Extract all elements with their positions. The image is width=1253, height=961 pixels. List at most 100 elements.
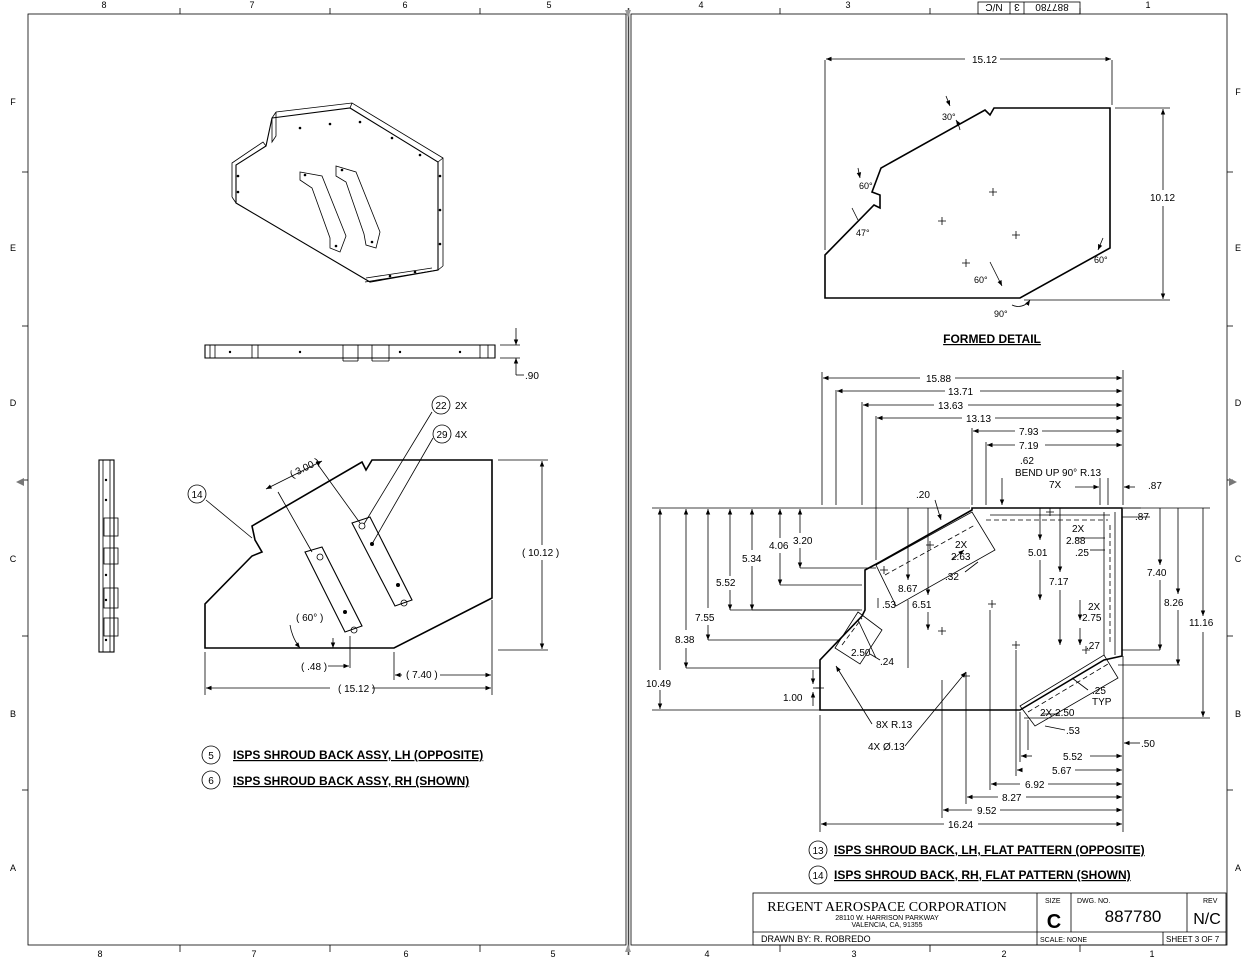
dim-bottom-5-52: 5.52 (1063, 752, 1083, 763)
bend-qty: 7X (1049, 480, 1062, 491)
zone-right-B: B (1235, 709, 1241, 719)
fd-dim-width: 15.12 (972, 55, 997, 66)
dim-left-4-06: 4.06 (769, 541, 789, 552)
dim-bottom-length: ( 15.12 ) (338, 684, 375, 695)
dim-left-8-38: 8.38 (675, 635, 695, 646)
dim-2-50: 2.50 (851, 648, 871, 659)
zone-left-E: E (10, 243, 16, 253)
dim-left-5-52: 5.52 (716, 578, 736, 589)
dim-right-8-26: 8.26 (1164, 598, 1184, 609)
dim-0-24: .24 (880, 657, 894, 668)
mirrored-dwg-no: 887780 (1035, 1, 1069, 12)
zone-bottom-8: 8 (97, 949, 102, 959)
dim-0-20: .20 (916, 490, 930, 501)
dim-thickness: .90 (525, 371, 539, 382)
zone-right-F: F (1235, 87, 1241, 97)
company-address-2: VALENCIA, CA, 91355 (851, 922, 922, 929)
dim-5-01: 5.01 (1028, 548, 1048, 559)
balloon-29-qty: 4X (455, 430, 468, 441)
balloon-14: 14 (191, 490, 203, 501)
label-flat-rh: ISPS SHROUD BACK, RH, FLAT PATTERN (SHOW… (834, 868, 1131, 882)
label-balloon-6: 6 (208, 776, 214, 787)
dim-0-53-b: .53 (1066, 726, 1080, 737)
fd-angle-2: 60° (859, 181, 873, 191)
dim-right-0-50: .50 (1141, 739, 1155, 750)
zone-right-C: C (1235, 554, 1242, 564)
rev-label: REV (1203, 898, 1218, 905)
zone-left-C: C (10, 554, 17, 564)
sheet-number: SHEET 3 OF 7 (1166, 935, 1220, 944)
scale: SCALE: NONE (1040, 937, 1087, 944)
rev-value: N/C (1193, 911, 1221, 928)
dim-2x-c: 2X (1088, 602, 1101, 613)
dim-0-27: .27 (1086, 641, 1100, 652)
dim-0-32: .32 (945, 572, 959, 583)
label-balloon-13: 13 (812, 846, 824, 857)
zone-bottom-3: 3 (851, 949, 856, 959)
flat-top-dim-3: 13.63 (938, 401, 963, 412)
zone-top-5: 5 (546, 0, 551, 10)
formed-detail-title: FORMED DETAIL (943, 332, 1041, 346)
dim-left-5-34: 5.34 (742, 554, 762, 565)
dim-bottom-9-52: 9.52 (977, 806, 997, 817)
label-flat-lh: ISPS SHROUD BACK, LH, FLAT PATTERN (OPPO… (834, 843, 1145, 857)
flat-top-dim-6: 7.19 (1019, 441, 1039, 452)
dwg-no-value: 887780 (1105, 907, 1162, 926)
zone-bottom-2: 2 (1001, 949, 1006, 959)
dim-2x-b: 2X (1072, 524, 1085, 535)
company-address-1: 28110 W. HARRISON PARKWAY (835, 915, 939, 922)
dim-2x-a: 2X (955, 540, 968, 551)
zone-top-3: 3 (845, 0, 850, 10)
fd-angle-1: 30° (942, 112, 956, 122)
dim-typ: TYP (1092, 697, 1112, 708)
dim-angle: ( 60° ) (296, 613, 323, 624)
fd-angle-6: 60° (1094, 255, 1108, 265)
dim-0-53: .53 (882, 600, 896, 611)
dim-partial: ( 7.40 ) (406, 670, 438, 681)
zone-top-8: 8 (101, 0, 106, 10)
edge-view-top: .90 (204, 328, 539, 382)
dim-left-3-20: 3.20 (793, 536, 813, 547)
mirrored-sheet: 3 (1014, 1, 1020, 12)
dim-2x-2-50: 2X 2.50 (1040, 708, 1075, 719)
dim-0-25-b: .25 (1092, 686, 1106, 697)
dim-spacing: ( 3.00 ) (288, 456, 321, 480)
edge-view-side (98, 459, 119, 653)
balloon-22: 22 (435, 401, 447, 412)
dim-right-11-16: 11.16 (1189, 618, 1214, 629)
drawn-by: DRAWN BY: R. ROBREDO (761, 934, 871, 944)
dim-2-63: 2.63 (951, 552, 971, 563)
flat-top-dim-1: 15.88 (926, 374, 951, 385)
front-view: ( 3.00 ) ( 10.12 ) ( 15.12 ) ( 7.40 ) ( … (187, 395, 559, 695)
zone-top-1: 1 (1145, 0, 1150, 10)
label-assy-lh: ISPS SHROUD BACK ASSY, LH (OPPOSITE) (233, 748, 483, 762)
dim-offset: ( .48 ) (301, 662, 327, 673)
fd-angle-5: 90° (994, 309, 1008, 319)
zone-bottom-5: 5 (550, 949, 555, 959)
zone-right-E: E (1235, 243, 1241, 253)
flat-top-dim-5: 7.93 (1019, 427, 1039, 438)
zone-bottom-6: 6 (403, 949, 408, 959)
dim-left-1-00: 1.00 (783, 693, 803, 704)
dim-2-88: 2.88 (1066, 536, 1086, 547)
zone-bottom-4: 4 (704, 949, 709, 959)
dim-r-small-2: .87 (1135, 512, 1149, 523)
label-balloon-14: 14 (812, 871, 824, 882)
left-view-labels: 5 ISPS SHROUD BACK ASSY, LH (OPPOSITE) 6… (201, 745, 483, 790)
zone-bottom-1: 1 (1149, 949, 1154, 959)
flat-view-labels: 13 ISPS SHROUD BACK, LH, FLAT PATTERN (O… (808, 840, 1145, 885)
bend-note: BEND UP 90° R.13 (1015, 468, 1102, 479)
dim-0-25-a: .25 (1075, 548, 1089, 559)
fd-angle-4: 60° (974, 275, 988, 285)
zone-top-7: 7 (249, 0, 254, 10)
dim-6-51: 6.51 (912, 600, 932, 611)
company-name: REGENT AEROSPACE CORPORATION (767, 900, 1007, 915)
dwg-no-label: DWG. NO. (1077, 898, 1110, 905)
flat-top-dim-4: 13.13 (966, 414, 991, 425)
zone-top-4: 4 (698, 0, 703, 10)
dim-width: ( 10.12 ) (522, 548, 559, 559)
dim-right-7-40: 7.40 (1147, 568, 1167, 579)
zone-left-B: B (10, 709, 16, 719)
flat-top-dim-2: 13.71 (948, 387, 973, 398)
